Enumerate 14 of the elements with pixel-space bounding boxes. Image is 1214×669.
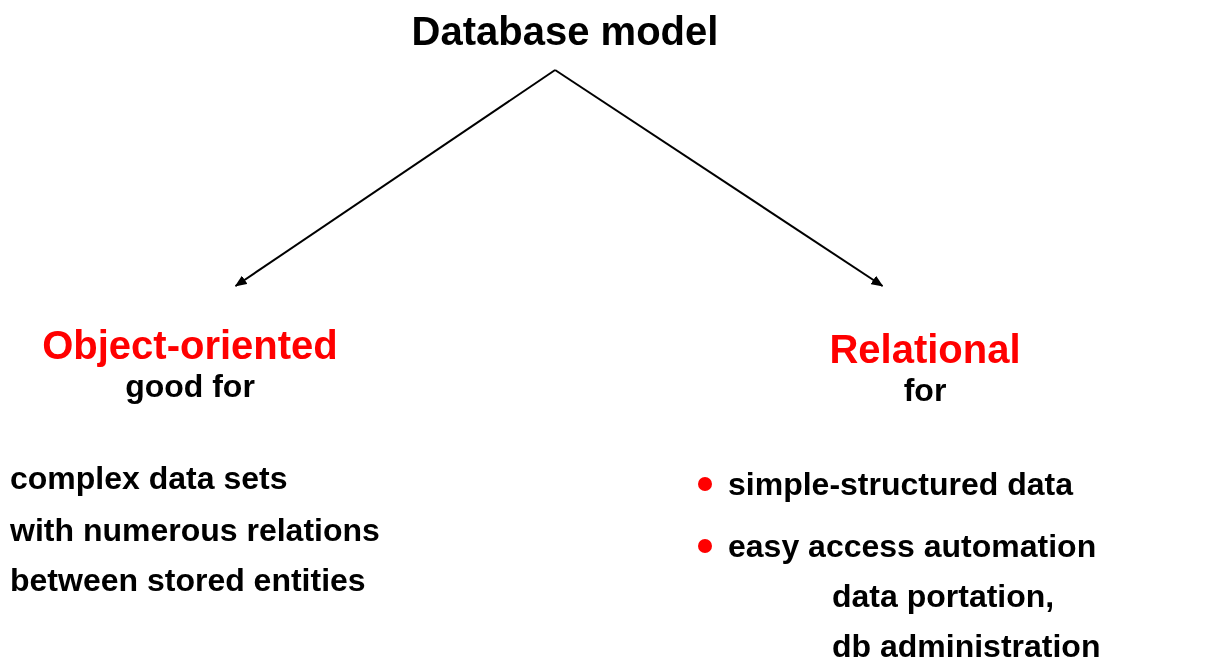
description-text: data portation, <box>832 578 1055 615</box>
category-heading: Relational <box>828 326 1022 372</box>
description-text: with numerous relations <box>10 512 380 549</box>
description-text: between stored entities <box>10 562 366 599</box>
arrow <box>234 69 557 287</box>
description-text: easy access automation <box>728 528 1097 565</box>
description-text: simple-structured data <box>728 466 1073 503</box>
title-text: Database model <box>410 8 720 54</box>
category-subtitle: good for <box>124 368 256 405</box>
arrow <box>554 69 884 287</box>
category-subtitle: for <box>902 372 948 409</box>
description-text: complex data sets <box>10 460 288 497</box>
category-heading: Object-oriented <box>41 322 339 368</box>
description-text: db administration <box>832 628 1101 665</box>
